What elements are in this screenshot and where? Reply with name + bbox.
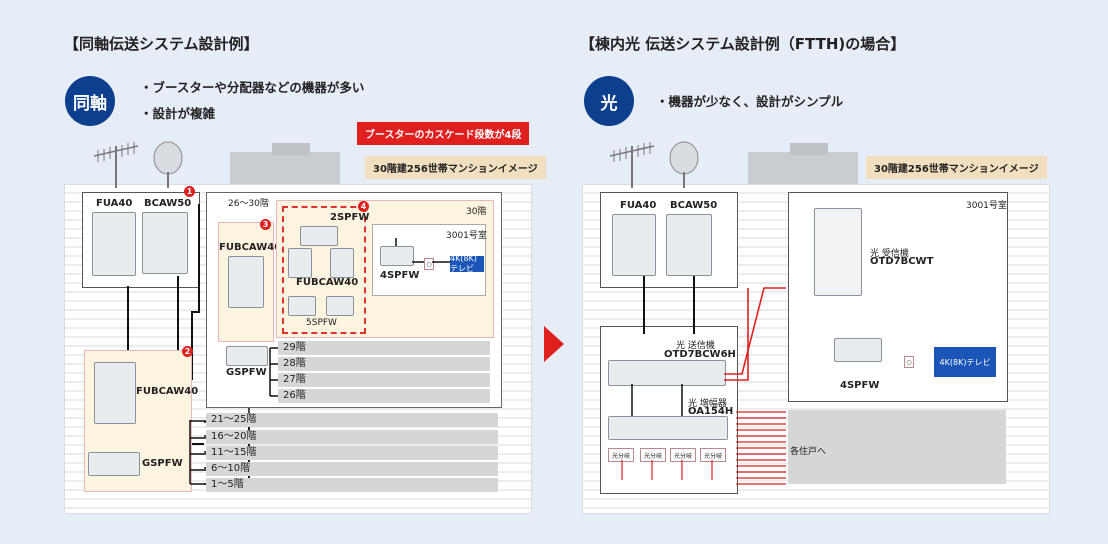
inner-booster-device-b: [330, 248, 354, 278]
coax-badge: 同軸: [65, 76, 115, 126]
bcaw50-device-right: [666, 214, 712, 276]
floor-bar: 28階: [278, 357, 490, 371]
5spfw-label: 5SPFW: [306, 318, 337, 328]
fiber-badge: 光: [584, 76, 634, 126]
splitter: 光分岐: [640, 448, 666, 462]
marker-1: 1: [184, 186, 195, 197]
4spfw-device-left: [380, 246, 414, 266]
building-roof-block: [748, 152, 858, 186]
cascade-highlight: [282, 206, 366, 334]
floor-bar: 29階: [278, 341, 490, 355]
receiver-model: OTD7BCWT: [870, 256, 934, 267]
room-label-right: 3001号室: [966, 201, 1007, 211]
residences-label: 各住戸へ: [790, 447, 827, 457]
left-bullet-2: ・設計が複雑: [140, 106, 216, 121]
building-roof-top: [272, 143, 310, 155]
marker-3: 3: [260, 219, 271, 230]
arrow-right-icon: [544, 326, 564, 362]
receiver-caption: 光 受信機: [870, 249, 909, 259]
left-title: 【同軸伝送システム設計例】: [64, 35, 259, 53]
floor-bar: 16〜20階: [206, 430, 498, 444]
bcaw50-label: BCAW50: [144, 198, 192, 209]
2spfw-label: 2SPFW: [330, 212, 370, 223]
5spfw-device-a: [288, 296, 316, 316]
amp-caption: 光 増幅器: [688, 399, 727, 409]
wall-outlet-icon: ○: [904, 356, 914, 368]
room-label-left: 3001号室: [446, 231, 487, 241]
fua40-device-right: [612, 214, 656, 276]
amp-device: [608, 416, 728, 440]
gspfw-upper-device: [226, 346, 268, 366]
right-bullet-1: ・機器が少なく、設計がシンプル: [656, 94, 844, 109]
residences-block: [788, 410, 1006, 484]
splitter: 光分岐: [608, 448, 634, 462]
4spfw-device-right: [834, 338, 882, 362]
building-roof-block: [230, 152, 340, 186]
upper-floors-range-label: 26〜30階: [228, 199, 269, 209]
receiver-device: [814, 208, 862, 296]
transmitter-device: [608, 360, 726, 386]
antenna-icon: [609, 141, 699, 188]
fua40-device: [92, 212, 136, 276]
right-image-tag: 30階建256世帯マンションイメージ: [866, 156, 1047, 179]
transmitter-model: OTD7BCW6H: [664, 349, 736, 360]
bcaw50-device: [142, 212, 188, 274]
tv-icon-right: 4K(8K)テレビ: [934, 347, 996, 377]
marker-4: 4: [358, 201, 369, 212]
left-image-tag: 30階建256世帯マンションイメージ: [365, 156, 546, 179]
fubcaw40-inner-label: FUBCAW40: [296, 277, 359, 288]
upper-booster-device: [228, 256, 264, 308]
2spfw-device: [300, 226, 338, 246]
building-roof-top: [790, 143, 828, 155]
4spfw-label-left: 4SPFW: [380, 270, 420, 281]
gspfw-lower-label: GSPFW: [142, 458, 183, 469]
bcaw50-label-right: BCAW50: [670, 200, 718, 211]
antenna-icon: [93, 141, 183, 188]
floor-bar: 11〜15階: [206, 446, 498, 460]
room-cables-left: [395, 238, 450, 263]
cascade-alert-tag: ブースターのカスケード段数が4段: [357, 122, 530, 145]
transmitter-box: [600, 326, 738, 494]
tv-icon-left: 4K(8K)テレビ: [450, 254, 484, 273]
fua40-label-right: FUA40: [620, 200, 657, 211]
fubcaw40-lower-label: FUBCAW40: [136, 386, 199, 397]
marker-2: 2: [182, 346, 193, 357]
floor-bar: 6〜10階: [206, 462, 498, 476]
splitter: 光分岐: [670, 448, 696, 462]
right-title: 【棟内光 伝送システム設計例（FTTH)の場合】: [580, 35, 906, 53]
inner-booster-device-a: [288, 248, 312, 278]
floor30-label: 30階: [466, 207, 487, 217]
fua40-label: FUA40: [96, 198, 133, 209]
floor-bar: 21〜25階: [206, 413, 498, 427]
fubcaw40-upper-label: FUBCAW40: [219, 242, 282, 253]
left-bullet-1: ・ブースターや分配器などの機器が多い: [140, 80, 365, 95]
transmitter-caption: 光 送信機: [676, 341, 715, 351]
gspfw-lower-device: [88, 452, 140, 476]
splitter: 光分岐: [700, 448, 726, 462]
wall-outlet-icon: ○: [424, 258, 434, 270]
gspfw-upper-label: GSPFW: [226, 367, 267, 378]
floor-bar: 26階: [278, 389, 490, 403]
lower-booster-device: [94, 362, 136, 424]
fiber-fanout-lines: [736, 411, 786, 485]
floor-bar: 1〜5階: [206, 478, 498, 492]
amp-model: OA154H: [688, 406, 734, 417]
lower-floor-feeds: [189, 420, 206, 485]
floor-bar: 27階: [278, 373, 490, 387]
4spfw-label-right: 4SPFW: [840, 380, 880, 391]
5spfw-device-b: [326, 296, 354, 316]
